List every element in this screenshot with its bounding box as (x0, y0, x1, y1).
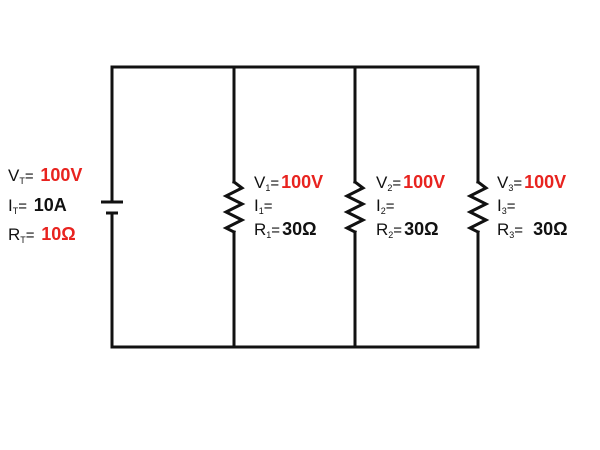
branch-3-voltage-label: V3=100V (497, 172, 566, 194)
branch-2-voltage-subscript: 2 (387, 183, 393, 193)
branch-2-voltage-symbol: V (376, 173, 388, 192)
branch-1-current-subscript: 1 (258, 206, 264, 216)
branch-1-resistance-symbol: R (254, 220, 267, 239)
source-current-value: 10A (33, 195, 67, 215)
branch-1-current-symbol: I (254, 196, 259, 215)
branch-2-resistance-label: R2=30Ω (376, 219, 439, 241)
branch-1-voltage-subscript: 1 (265, 183, 271, 193)
branch-2-current-equals: = (385, 198, 395, 215)
source-resistance-equals: = (25, 227, 35, 244)
branch-3-voltage-value: 100V (524, 172, 567, 192)
branch-2-resistance-subscript: 2 (388, 230, 394, 240)
branch-3-current-label: I3= (497, 196, 518, 217)
source-current-symbol: I (8, 196, 13, 215)
branch-3-resistance-label: R3= 30Ω (497, 219, 568, 241)
source-voltage-value: 100V (40, 165, 83, 185)
branch-3-voltage-symbol: V (497, 173, 509, 192)
branch-3-resistance-equals: = (514, 222, 524, 239)
branch-3-current-subscript: 3 (501, 206, 507, 216)
resistor-3-symbol (466, 179, 490, 235)
source-voltage-label: VT= 100V (8, 165, 82, 187)
branch-3-resistance-symbol: R (497, 220, 510, 239)
branch-3-resistance-subscript: 3 (509, 230, 515, 240)
branch-1-resistance-subscript: 1 (266, 230, 272, 240)
resistor-1-symbol (222, 179, 246, 235)
source-resistance-label: RT= 10Ω (8, 224, 76, 246)
resistor-2-symbol (343, 179, 367, 235)
branch-1-voltage-symbol: V (254, 173, 266, 192)
branch-3-voltage-subscript: 3 (508, 183, 514, 193)
branch-2-voltage-equals: = (392, 175, 402, 192)
branch-1-current-equals: = (263, 198, 273, 215)
branch-2-current-symbol: I (376, 196, 381, 215)
branch-2-resistance-value: 30Ω (404, 219, 439, 239)
branch-3-voltage-equals: = (513, 175, 523, 192)
source-voltage-equals: = (24, 168, 34, 185)
branch-2-current-subscript: 2 (380, 206, 386, 216)
source-current-equals: = (18, 198, 27, 215)
source-current-subscript: T (12, 206, 19, 216)
source-voltage-symbol: V (8, 166, 20, 185)
source-resistance-subscript: T (20, 235, 26, 245)
source-resistance-value: 10Ω (41, 224, 76, 244)
branch-1-voltage-value: 100V (281, 172, 324, 192)
branch-1-voltage-equals: = (270, 175, 280, 192)
branch-1-resistance-equals: = (271, 222, 281, 239)
branch-2-current-label: I2= (376, 196, 397, 217)
branch-2-resistance-equals: = (393, 222, 403, 239)
source-voltage-subscript: T (19, 176, 25, 186)
source-resistance-symbol: R (8, 225, 21, 244)
branch-1-voltage-label: V1=100V (254, 172, 323, 194)
branch-1-current-label: I1= (254, 196, 275, 217)
branch-1-resistance-value: 30Ω (282, 219, 317, 239)
branch-1-resistance-label: R1=30Ω (254, 219, 317, 241)
branch-2-resistance-symbol: R (376, 220, 389, 239)
source-current-label: IT= 10A (8, 195, 67, 217)
branch-2-voltage-value: 100V (403, 172, 446, 192)
battery-symbol (101, 200, 123, 215)
branch-2-voltage-label: V2=100V (376, 172, 445, 194)
branch-3-resistance-value: 30Ω (533, 219, 568, 239)
branch-3-current-equals: = (506, 198, 516, 215)
branch-3-current-symbol: I (497, 196, 502, 215)
